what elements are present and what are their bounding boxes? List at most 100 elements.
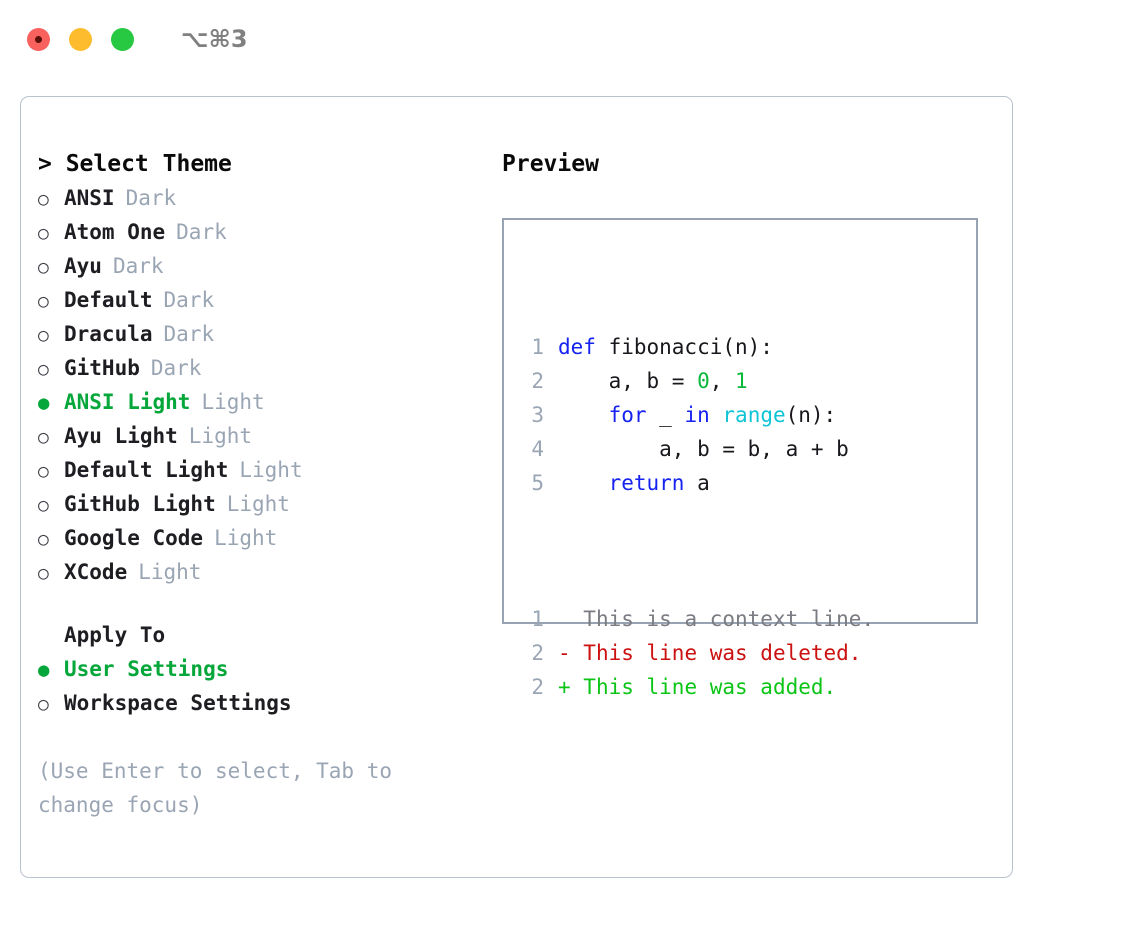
- code-token-pl: a, b = b, a + b: [558, 437, 849, 461]
- theme-option-default-light[interactable]: ○ Default Light Light: [38, 453, 498, 487]
- minimize-button-icon[interactable]: [69, 27, 92, 51]
- code-token-pl: _: [646, 403, 685, 427]
- radio-unselected-icon: ○: [38, 223, 49, 244]
- apply-to-option-label: User Settings: [64, 657, 229, 681]
- diff-line-number: 2: [531, 675, 544, 699]
- theme-variant-badge: Dark: [176, 220, 227, 244]
- theme-option-label: ANSI Light: [64, 390, 191, 414]
- maximize-button-icon[interactable]: [111, 27, 134, 51]
- code-token-kw: in: [684, 403, 710, 427]
- theme-option-default[interactable]: ○ Default Dark: [38, 283, 498, 317]
- code-line: 4 a, b = b, a + b: [518, 432, 874, 466]
- radio-unselected-icon: ○: [38, 461, 49, 482]
- theme-variant-badge: Light: [214, 526, 278, 550]
- code-token-pl: a, b =: [558, 369, 698, 393]
- theme-option-label: Default: [64, 288, 153, 312]
- code-line-text: return a: [558, 466, 710, 500]
- theme-option-ansi-light[interactable]: ● ANSI Light Light: [38, 385, 498, 419]
- theme-option-xcode[interactable]: ○ XCode Light: [38, 555, 498, 589]
- code-line-number: 5: [531, 471, 544, 495]
- code-line-number: 2: [531, 369, 544, 393]
- radio-unselected-icon: ○: [38, 694, 49, 715]
- code-token-num: 0: [697, 369, 710, 393]
- title-bar: ⌥⌘3: [0, 0, 1140, 78]
- theme-option-ansi[interactable]: ○ ANSI Dark: [38, 181, 498, 215]
- diff-content: This is a context line.: [583, 607, 875, 631]
- apply-to-option-label: Workspace Settings: [64, 691, 292, 715]
- diff-line-text: This is a context line.: [558, 602, 874, 636]
- diff-line: 2 + This line was added.: [518, 670, 874, 704]
- theme-option-label: XCode: [64, 560, 128, 584]
- hint-spacer: [38, 720, 498, 754]
- theme-option-label: Ayu Light: [64, 424, 178, 448]
- code-token-kw: return: [608, 471, 685, 495]
- keyboard-hint-text: (Use Enter to select, Tab to change focu…: [38, 759, 393, 817]
- theme-variant-badge: Dark: [163, 288, 215, 312]
- code-line-text: for _ in range(n):: [558, 398, 837, 432]
- code-token-num: 1: [735, 369, 748, 393]
- code-token-pl: (n):: [785, 403, 837, 427]
- radio-unselected-icon: ○: [38, 427, 49, 448]
- code-line-number: 3: [531, 403, 544, 427]
- theme-option-ayu-light[interactable]: ○ Ayu Light Light: [38, 419, 498, 453]
- select-theme-heading: > Select Theme: [38, 151, 232, 177]
- radio-unselected-icon: ○: [38, 291, 49, 312]
- window-controls: [27, 27, 134, 51]
- diff-line: 2- This line was deleted.: [518, 636, 874, 670]
- apply-to-option-user-settings[interactable]: ● User Settings: [38, 652, 498, 686]
- code-token-pl: [558, 403, 609, 427]
- diff-content: This line was deleted.: [583, 641, 862, 665]
- radio-selected-icon: ●: [38, 392, 50, 414]
- diff-line: 1 This is a context line.: [518, 602, 874, 636]
- theme-variant-badge: Dark: [125, 186, 177, 210]
- code-line-text: a, b = 0, 1: [558, 364, 748, 398]
- code-token-pl: [710, 403, 723, 427]
- diff-sample: 1 This is a context line.2- This line wa…: [518, 602, 874, 704]
- theme-variant-badge: Light: [201, 390, 265, 414]
- theme-option-label: ANSI: [64, 186, 115, 210]
- radio-unselected-icon: ○: [38, 495, 49, 516]
- code-token-fn: range: [722, 403, 786, 427]
- theme-variant-badge: Light: [188, 424, 253, 448]
- radio-unselected-icon: ○: [38, 359, 49, 380]
- code-line-text: def fibonacci(n):: [558, 330, 773, 364]
- radio-selected-icon: ●: [38, 659, 50, 681]
- theme-option-atom-one[interactable]: ○ Atom One Dark: [38, 215, 498, 249]
- diff-marker: [558, 607, 583, 631]
- theme-option-label: GitHub Light: [64, 492, 216, 516]
- code-line: 2 a, b = 0, 1: [518, 364, 874, 398]
- code-line-number: 4: [531, 437, 544, 461]
- close-button-icon[interactable]: [27, 27, 50, 51]
- code-line: 3 for _ in range(n):: [518, 398, 874, 432]
- code-token-pl: a: [684, 471, 710, 495]
- apply-to-heading: Apply To: [64, 623, 166, 647]
- theme-variant-badge: Light: [138, 560, 202, 584]
- theme-option-label: Default Light: [64, 458, 229, 482]
- theme-variant-badge: Dark: [163, 322, 215, 346]
- code-line-text: a, b = b, a + b: [558, 432, 849, 466]
- apply-to-option-workspace-settings[interactable]: ○ Workspace Settings: [38, 686, 498, 720]
- theme-option-label: GitHub: [64, 356, 140, 380]
- theme-option-label: Google Code: [64, 526, 204, 550]
- diff-line-text: + This line was added.: [558, 670, 836, 704]
- code-token-kw: def: [558, 335, 609, 359]
- radio-unselected-icon: ○: [38, 563, 49, 584]
- code-token-pl: [558, 471, 609, 495]
- code-line: 5 return a: [518, 466, 874, 500]
- radio-unselected-icon: ○: [38, 189, 49, 210]
- theme-variant-badge: Light: [239, 458, 303, 482]
- theme-option-label: Atom One: [64, 220, 166, 244]
